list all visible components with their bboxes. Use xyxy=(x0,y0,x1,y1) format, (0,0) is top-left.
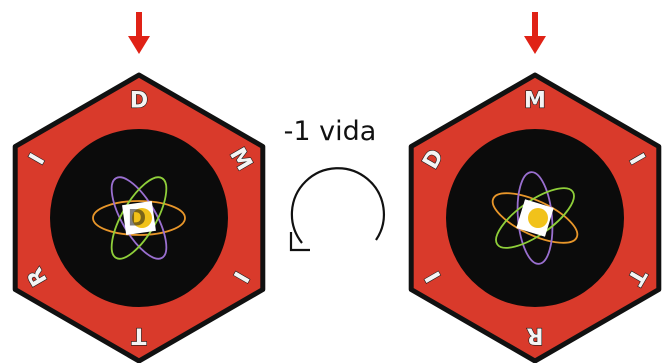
wheel-letter: M xyxy=(524,89,546,114)
down-arrow-icon xyxy=(524,12,546,54)
wheel-letter: R xyxy=(526,323,543,348)
wheel-letter: D xyxy=(130,89,148,114)
life-penalty-text: -1 vida xyxy=(284,116,377,147)
atom-icon: D xyxy=(92,176,186,260)
nucleus xyxy=(132,208,152,228)
down-arrow-icon xyxy=(128,12,150,54)
center-letter: D xyxy=(128,207,146,232)
atom-icon xyxy=(491,171,579,265)
wheel-letter: T xyxy=(131,323,146,348)
nucleus xyxy=(528,208,548,228)
rotate-clockwise-arrow-icon xyxy=(289,167,385,252)
